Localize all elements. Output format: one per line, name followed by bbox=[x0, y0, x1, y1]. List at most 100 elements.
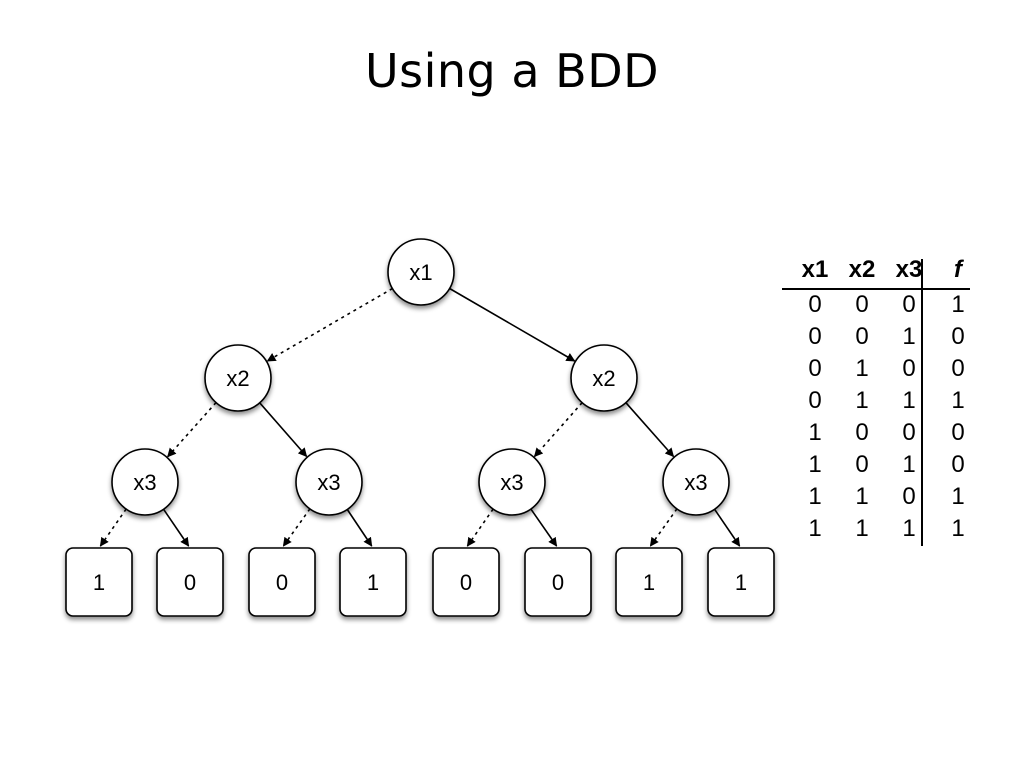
truth-table-header-rule bbox=[782, 288, 970, 290]
bdd-node-circle bbox=[662, 448, 730, 516]
truth-table-cell: 0 bbox=[951, 355, 965, 382]
bdd-leaf-box bbox=[524, 547, 592, 617]
bdd-node-circle bbox=[295, 448, 363, 516]
bdd-node-n7: x3 bbox=[662, 448, 730, 516]
truth-table-cell: 1 bbox=[855, 515, 869, 542]
truth-table-cell: 0 bbox=[902, 419, 916, 446]
bdd-leaf-0: 1 bbox=[65, 547, 133, 617]
edge-n5-leaf2-low bbox=[282, 508, 311, 547]
edge-n7-leaf6-low bbox=[649, 508, 678, 547]
truth-table-header-x1: x1 bbox=[801, 256, 829, 283]
bdd-leaf-3: 1 bbox=[339, 547, 407, 617]
bdd-leaf-1: 0 bbox=[156, 547, 224, 617]
truth-table-output-divider bbox=[921, 259, 923, 546]
bdd-leaf-value: 1 bbox=[643, 570, 655, 595]
edge-n5-leaf3-high bbox=[346, 509, 373, 547]
bdd-leaf-box bbox=[432, 547, 500, 617]
bdd-leaf-6: 1 bbox=[615, 547, 683, 617]
edge-n4-leaf0-low bbox=[99, 508, 127, 547]
truth-table-cell: 0 bbox=[902, 355, 916, 382]
bdd-node-label: x2 bbox=[226, 366, 249, 391]
truth-table-header-f: f bbox=[954, 256, 962, 283]
bdd-node-label: x3 bbox=[133, 470, 156, 495]
edge-n3-n7-high bbox=[625, 402, 675, 458]
bdd-leaf-value: 0 bbox=[460, 570, 472, 595]
bdd-node-circle bbox=[204, 344, 272, 412]
bdd-node-label: x3 bbox=[684, 470, 707, 495]
truth-table-cell: 0 bbox=[951, 419, 965, 446]
truth-table-cell: 1 bbox=[855, 387, 869, 414]
bdd-node-n2: x2 bbox=[204, 344, 272, 412]
bdd-edges bbox=[99, 287, 741, 547]
bdd-leaf-value: 0 bbox=[552, 570, 564, 595]
truth-table-cell: 0 bbox=[808, 323, 822, 350]
truth-table-cell: 1 bbox=[808, 419, 822, 446]
bdd-node-label: x3 bbox=[500, 470, 523, 495]
bdd-leaf-value: 0 bbox=[184, 570, 196, 595]
truth-table-cell: 1 bbox=[902, 387, 916, 414]
truth-table-cell: 1 bbox=[951, 483, 965, 510]
bdd-node-n4: x3 bbox=[111, 448, 179, 516]
truth-table-cell: 1 bbox=[902, 323, 916, 350]
bdd-node-circle bbox=[478, 448, 546, 516]
truth-table-cell: 0 bbox=[902, 483, 916, 510]
edge-n3-n6-low bbox=[533, 402, 583, 458]
edge-n6-leaf4-low bbox=[466, 508, 494, 547]
truth-table-cell: 1 bbox=[808, 483, 822, 510]
bdd-leaf-box bbox=[156, 547, 224, 617]
truth-table-cell: 1 bbox=[808, 515, 822, 542]
truth-table-cell: 1 bbox=[951, 291, 965, 318]
bdd-leaf-box bbox=[339, 547, 407, 617]
truth-table-cell: 0 bbox=[951, 451, 965, 478]
bdd-leaf-2: 0 bbox=[248, 547, 316, 617]
truth-table-cell: 1 bbox=[951, 515, 965, 542]
slide-title: Using a BDD bbox=[364, 44, 660, 98]
truth-table-cell: 0 bbox=[855, 323, 869, 350]
bdd-node-label: x1 bbox=[409, 260, 432, 285]
bdd-nodes: x1 x2 x2 x3 x3 x3 x3 bbox=[111, 238, 730, 516]
edge-n1-n3-high bbox=[449, 287, 576, 362]
bdd-node-circle bbox=[570, 344, 638, 412]
truth-table-cell: 0 bbox=[808, 355, 822, 382]
bdd-leaf-box bbox=[615, 547, 683, 617]
bdd-leaf-7: 1 bbox=[707, 547, 775, 617]
bdd-leaf-value: 0 bbox=[276, 570, 288, 595]
bdd-node-n5: x3 bbox=[295, 448, 363, 516]
bdd-leaf-4: 0 bbox=[432, 547, 500, 617]
truth-table-cell: 0 bbox=[808, 291, 822, 318]
bdd-leaves: 1 0 0 1 0 0 1 1 bbox=[65, 547, 775, 617]
truth-table-cell: 1 bbox=[855, 355, 869, 382]
truth-table-cell: 1 bbox=[902, 451, 916, 478]
truth-table-header-x2: x2 bbox=[848, 256, 876, 283]
truth-table-cell: 0 bbox=[808, 387, 822, 414]
truth-table-cell: 1 bbox=[808, 451, 822, 478]
bdd-leaf-box bbox=[707, 547, 775, 617]
bdd-node-n6: x3 bbox=[478, 448, 546, 516]
bdd-leaf-value: 1 bbox=[93, 570, 105, 595]
truth-table-cell: 1 bbox=[855, 483, 869, 510]
edge-n2-n5-high bbox=[259, 402, 308, 458]
truth-table-header-x3: x3 bbox=[895, 256, 923, 283]
truth-table-cell: 1 bbox=[902, 515, 916, 542]
bdd-leaf-box bbox=[248, 547, 316, 617]
edge-n6-leaf5-high bbox=[530, 508, 558, 547]
bdd-node-n3: x2 bbox=[570, 344, 638, 412]
bdd-node-circle bbox=[111, 448, 179, 516]
bdd-node-label: x2 bbox=[592, 366, 615, 391]
truth-table-cell: 0 bbox=[855, 291, 869, 318]
edge-n4-leaf1-high bbox=[162, 508, 190, 547]
truth-table-cell: 0 bbox=[951, 323, 965, 350]
bdd-node-circle bbox=[387, 238, 455, 306]
bdd-node-label: x3 bbox=[317, 470, 340, 495]
bdd-leaf-value: 1 bbox=[367, 570, 379, 595]
edge-n1-n2-low bbox=[266, 287, 393, 362]
bdd-leaf-5: 0 bbox=[524, 547, 592, 617]
bdd-node-n1: x1 bbox=[387, 238, 455, 306]
bdd-leaf-value: 1 bbox=[735, 570, 747, 595]
bdd-leaf-box bbox=[65, 547, 133, 617]
truth-table-cell: 0 bbox=[855, 419, 869, 446]
truth-table-cell: 1 bbox=[951, 387, 965, 414]
edge-n7-leaf7-high bbox=[713, 508, 741, 547]
